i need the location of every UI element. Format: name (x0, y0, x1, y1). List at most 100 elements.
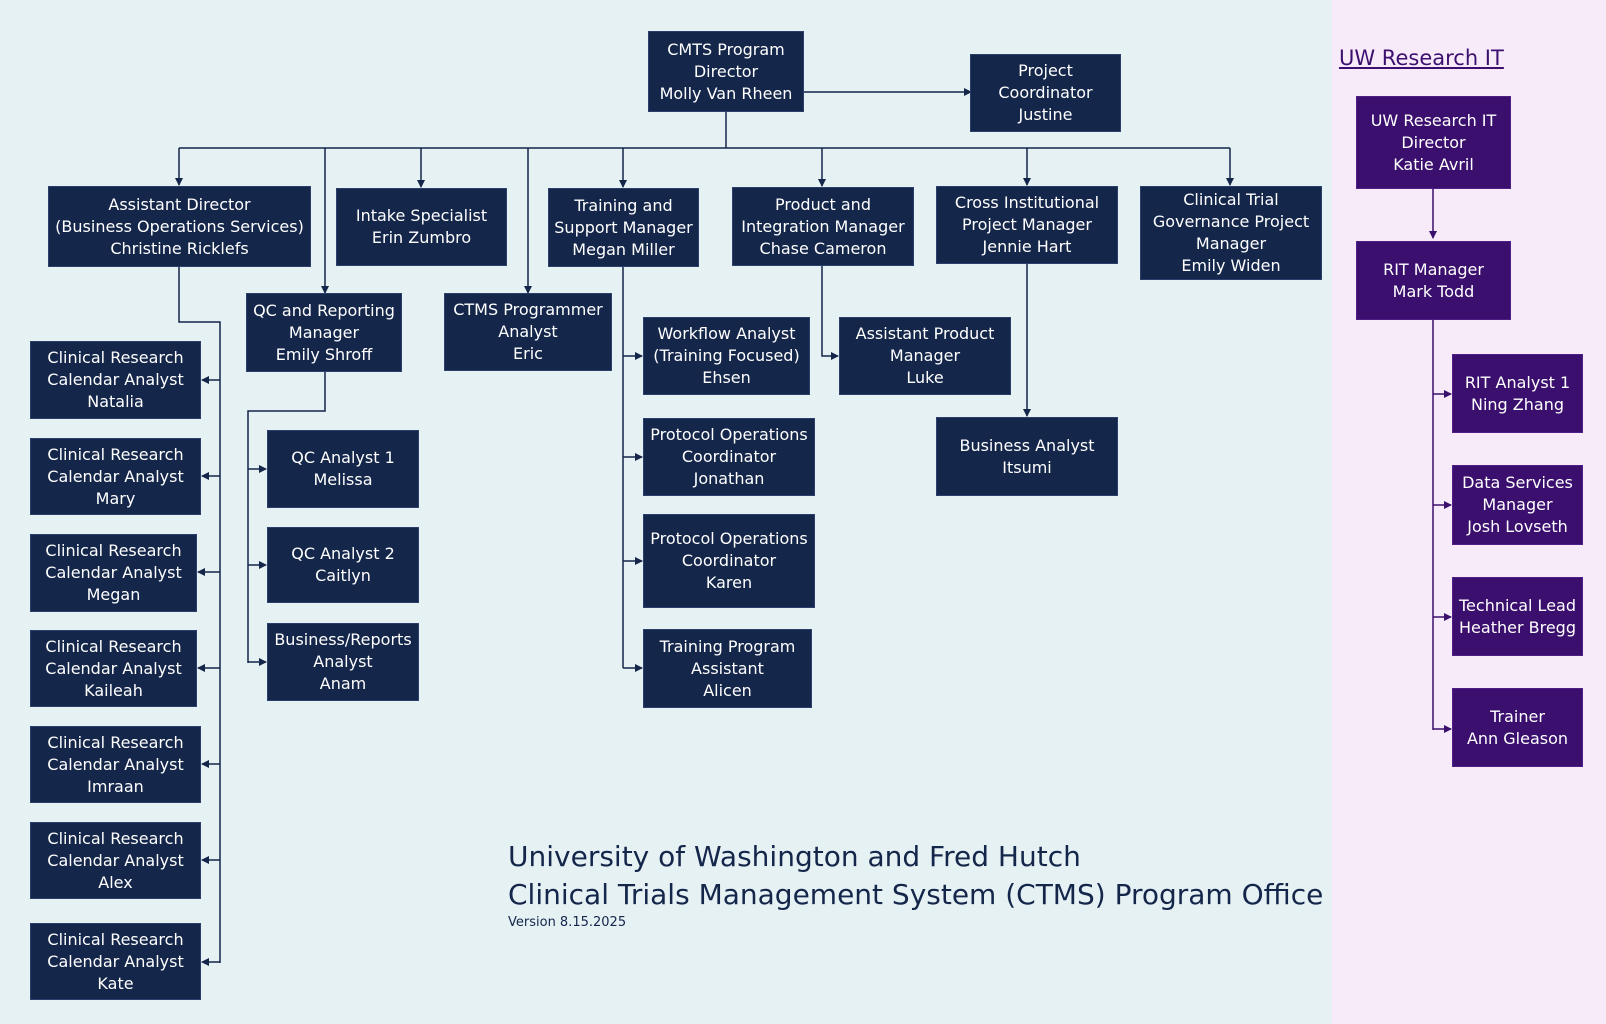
node-label-line: RIT Analyst 1 (1464, 372, 1571, 392)
node-label-line: Mary (95, 488, 136, 508)
node-label-line: Emily Widen (1181, 256, 1281, 275)
node-assistant-director: Assistant Director(Business Operations S… (48, 186, 311, 267)
node-label-line: Clinical Research (47, 929, 184, 949)
node-label-line: Mark Todd (1392, 281, 1475, 301)
node-label-line: Megan (86, 585, 141, 604)
node-label-line: Josh Lovseth (1467, 517, 1568, 536)
node-label-line: Assistant (691, 658, 764, 678)
node-workflow-analyst: Workflow Analyst (Training Focused) Ehsen (643, 317, 810, 395)
node-label-line: Coordinator (681, 447, 777, 466)
node-label-line: Ning Zhang (1471, 394, 1564, 414)
node-label-line: Melissa (313, 470, 373, 489)
node-label-line: Ehsen (702, 368, 751, 387)
node-label-line: Katie Avril (1393, 154, 1474, 174)
node-label-line: Jennie Hart (982, 237, 1072, 256)
node-label-line: Director (1401, 132, 1466, 152)
node-label-line: Analyst (313, 652, 373, 671)
node-label-line: Clinical Research (47, 828, 184, 848)
node-label-line: Trainer (1490, 706, 1545, 726)
node-label-line: Clinical Research (45, 636, 182, 656)
node-label-line: RIT Manager (1383, 259, 1484, 279)
node-label-line: Heather Bregg (1459, 617, 1576, 637)
node-label-line: Cross Institutional (954, 193, 1100, 212)
node-label-line: Workflow Analyst (657, 324, 796, 343)
node-label-line: (Training Focused) (653, 346, 800, 365)
rit-heading: UW Research IT (1339, 46, 1504, 70)
node-label-line: Coordinator (681, 551, 777, 570)
node-label-line: Manager (1195, 234, 1267, 253)
ctms-office-panel (0, 0, 1332, 1024)
node-label-line: Alicen (703, 680, 752, 700)
node-label-line: Calendar Analyst (45, 563, 182, 582)
node-label-line: Protocol Operations (650, 529, 808, 548)
node-label-line: Eric (513, 344, 543, 363)
connector-calendar-trunk (178, 267, 221, 963)
node-label-line: Alex (98, 872, 133, 892)
node-label-line: Megan Miller (572, 239, 675, 259)
node-label-line: Christine Ricklefs (110, 238, 249, 258)
node-label-line: Coordinator (998, 83, 1093, 102)
node-label-line: Kate (97, 973, 134, 993)
node-label-line: Chase Cameron (759, 238, 887, 258)
node-label-line: Business/Reports (274, 630, 412, 649)
node-label-line: QC and Reporting (253, 300, 395, 320)
node-label-line: Erin Zumbro (371, 228, 472, 247)
node-label-line: Calendar Analyst (45, 658, 182, 678)
node-label-line: QC Analyst 2 (291, 544, 395, 563)
node-label-line: Anam (319, 674, 367, 693)
node-label-line: Luke (906, 368, 944, 387)
node-label-line: Calendar Analyst (47, 850, 184, 870)
node-label-line: Training and (574, 195, 673, 215)
node-label-line: Intake Specialist (355, 206, 488, 225)
node-label-line: CMTS Program (667, 39, 785, 59)
connector-qc-trunk (247, 372, 326, 663)
node-label-line: Ann Gleason (1466, 728, 1569, 748)
node-label-line: Caitlyn (315, 566, 371, 585)
node-label-line: Manager (288, 322, 360, 342)
footer-title-line-2: Clinical Trials Management System (CTMS)… (508, 878, 1324, 911)
node-label-line: Assistant Product (855, 324, 995, 343)
node-label-line: Calendar Analyst (47, 370, 184, 389)
node-label-line: Product and (775, 194, 871, 214)
node-label-line: Calendar Analyst (47, 754, 184, 774)
node-label-line: Manager (889, 346, 961, 365)
node-label-line: Protocol Operations (650, 425, 808, 444)
node-label-line: Karen (705, 573, 753, 592)
node-label-line: Technical Lead (1459, 595, 1576, 615)
node-label-line: Clinical Research (47, 444, 184, 464)
connector-product (821, 266, 839, 360)
node-label-line: UW Research IT (1370, 110, 1497, 130)
node-label-line: Emily Shroff (275, 344, 373, 364)
node-label-line: Manager (1482, 495, 1553, 514)
node-label-line: Calendar Analyst (47, 466, 184, 486)
node-label-line: Molly Van Rheen (659, 83, 793, 103)
node-label-line: Clinical Trial (1183, 190, 1279, 209)
node-label-line: Natalia (87, 392, 144, 411)
node-label-line: Imraan (87, 776, 144, 796)
node-label-line: Calendar Analyst (47, 951, 184, 971)
node-label-line: Clinical Research (47, 348, 184, 367)
footer-title: University of Washington and Fred Hutch … (508, 838, 1323, 914)
node-label-line: Governance Project (1152, 212, 1310, 231)
footer-title-line-1: University of Washington and Fred Hutch (508, 840, 1081, 873)
